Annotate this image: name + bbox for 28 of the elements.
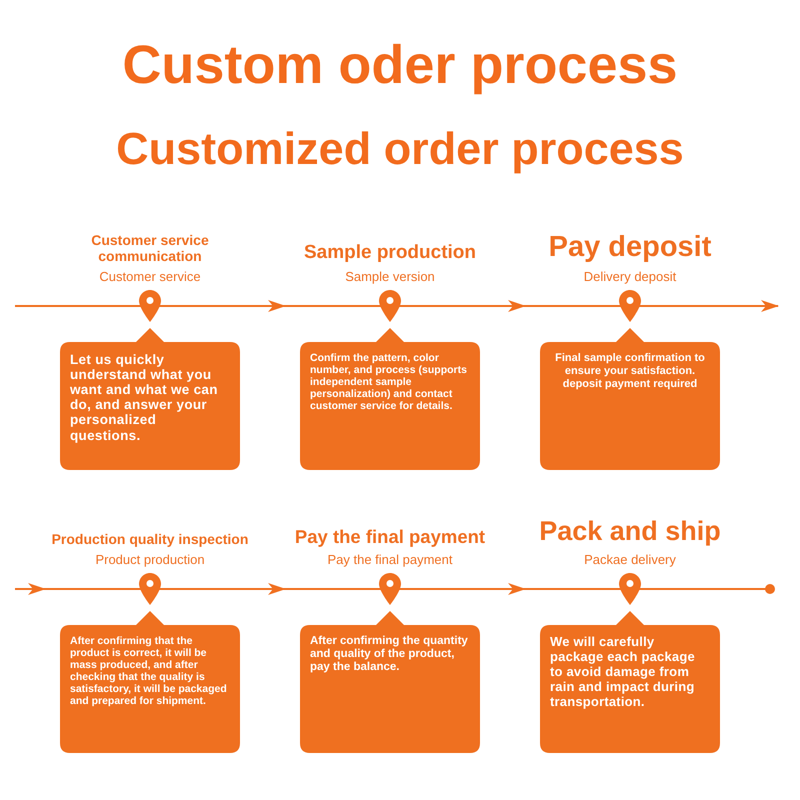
step-heading: Pay the final payment (294, 526, 486, 547)
connector-line (15, 305, 45, 307)
step-subheading: Customer service (99, 269, 201, 284)
step-subheading: Sample version (345, 269, 435, 284)
arrow (495, 300, 526, 312)
step-heading: Sample production (304, 243, 476, 264)
step-description: Confirm the pattern, color number, and process (supports independent sample personalization) and contact customer service for details. (310, 352, 468, 412)
arrow (735, 300, 779, 312)
step-subheading: Delivery deposit (584, 269, 676, 284)
step-subheading: Packae delivery (584, 552, 676, 567)
step-subheading: Pay the final payment (327, 552, 453, 567)
step-description: After confirming the quantity and quality of the product, pay the balance. (310, 635, 469, 675)
dot-ended-line (735, 584, 775, 594)
arrow (255, 583, 286, 595)
arrow (15, 583, 46, 595)
arrow (255, 300, 286, 312)
step-heading: Customer service communication (90, 233, 210, 264)
step-heading: Production quality inspection (52, 532, 248, 547)
step-description: We will carefully package each package to avoid damage from rain and impact during transportation. (550, 635, 696, 710)
step-description: Let us quickly understand what you want and what we can do, and answer your personalized questions. (70, 352, 219, 443)
step-description: After confirming that the product is correct, it will be mass produced, and after checking that the quality is satisfactory, it will be packaged and prepared for shipment. (70, 635, 228, 708)
step-heading: Pack and ship (539, 517, 721, 547)
subtitle: Customized order process (116, 124, 684, 174)
arrow (495, 583, 526, 595)
step-heading: Pay deposit (548, 232, 712, 264)
step-description: Final sample confirmation to ensure your satisfaction. deposit payment required (554, 352, 706, 392)
title: Custom oder process (122, 36, 678, 96)
step-subheading: Product production (95, 552, 205, 567)
